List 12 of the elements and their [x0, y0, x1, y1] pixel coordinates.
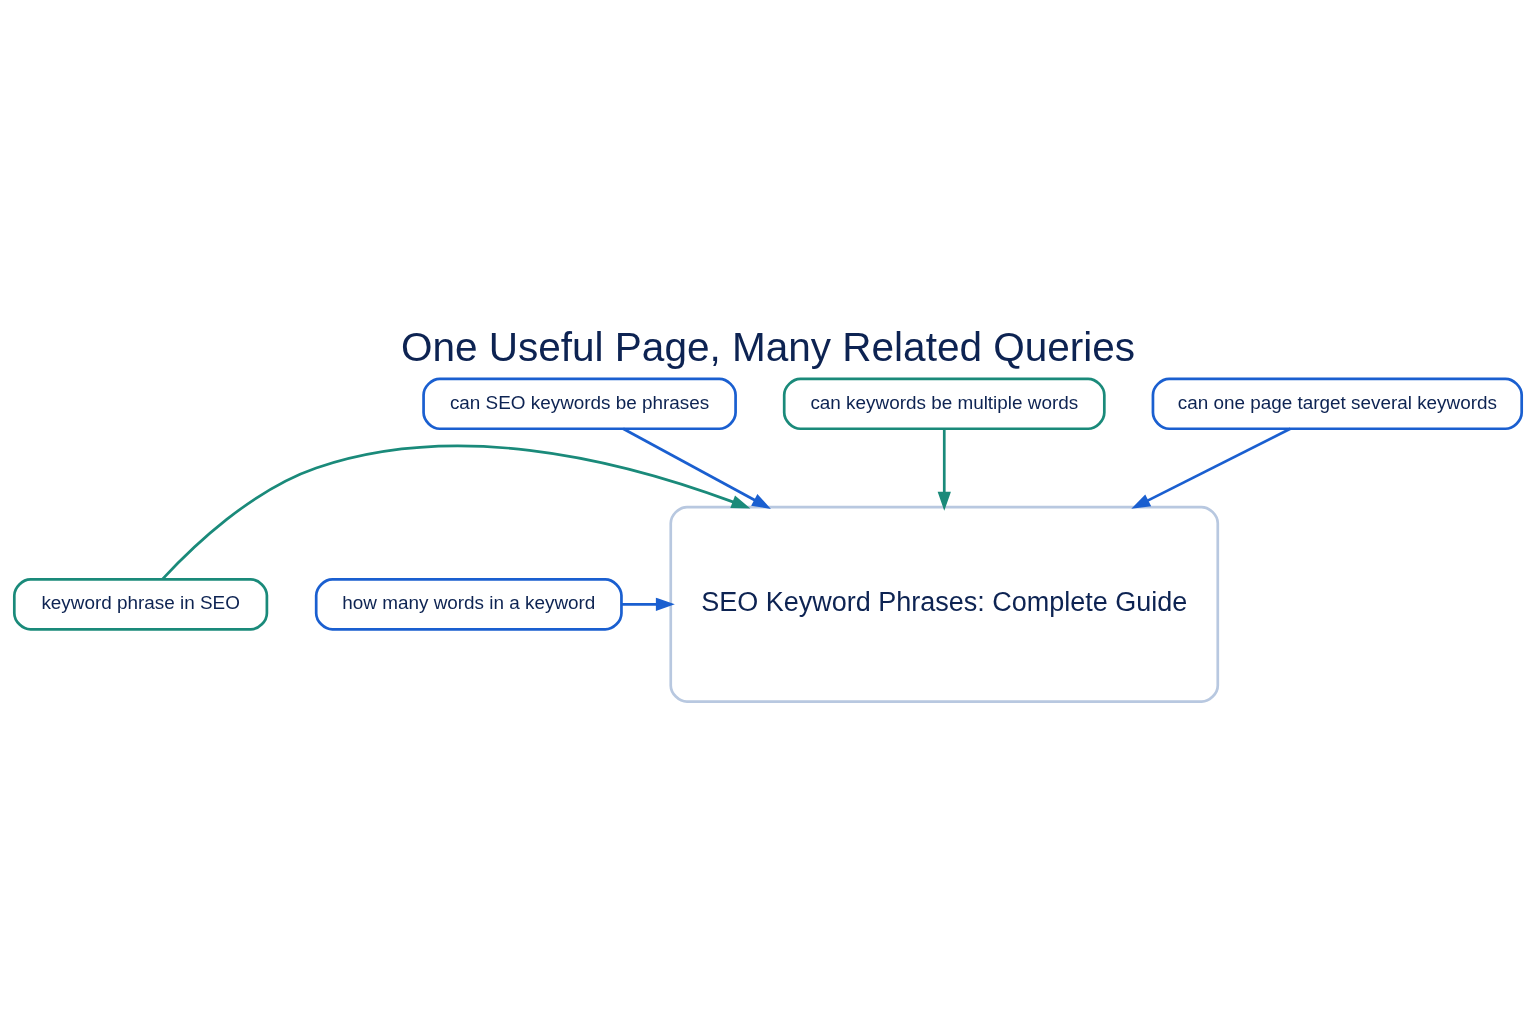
node-box: how many words in a keyword: [314, 577, 623, 631]
arrow: [621, 597, 675, 611]
arrow: [622, 427, 771, 509]
diagram-title: One Useful Page, Many Related Queries: [400, 323, 1136, 370]
arrow: [1131, 427, 1291, 509]
node-box: can keywords be multiple words: [782, 376, 1106, 430]
arrow: [161, 444, 751, 580]
node-box: can SEO keywords be phrases: [422, 376, 737, 430]
node-box: can one page target several keywords: [1151, 376, 1524, 430]
node-box: keyword phrase in SEO: [12, 577, 269, 631]
node-box: SEO Keyword Phrases: Complete Guide: [669, 505, 1220, 703]
arrow: [937, 428, 951, 511]
